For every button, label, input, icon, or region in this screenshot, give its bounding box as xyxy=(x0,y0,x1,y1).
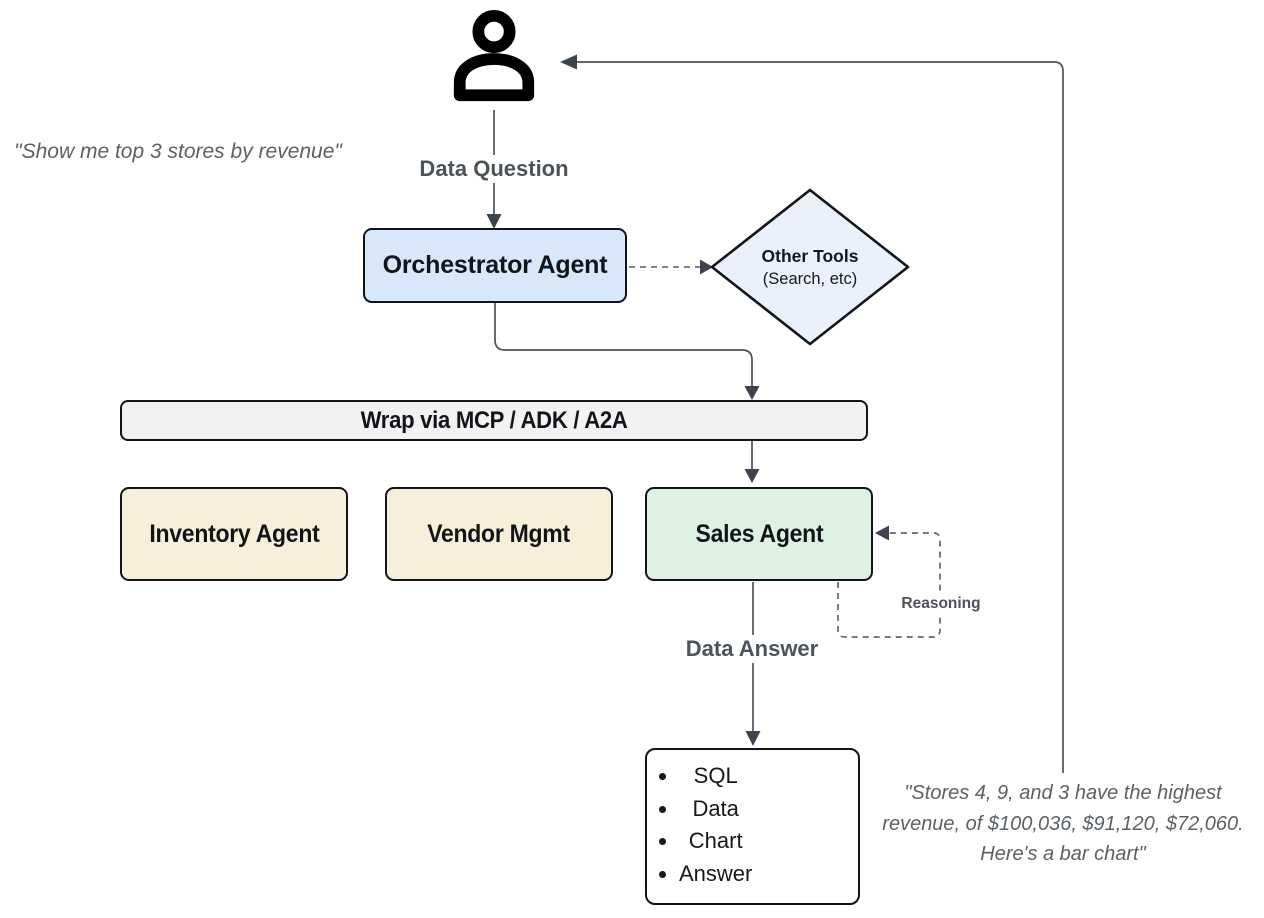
inventory-agent-label: Inventory Agent xyxy=(148,519,320,548)
sales-agent-label: Sales Agent xyxy=(695,519,823,548)
wrap-mcp-adk-a2a-bar: Wrap via MCP / ADK / A2A xyxy=(120,400,868,441)
vendor-mgmt-label: Vendor Mgmt xyxy=(427,519,571,548)
other-tools-node: Other Tools (Search, etc) xyxy=(712,190,908,344)
user-icon xyxy=(447,6,541,110)
answer-quote-line: "Stores 4, 9, and 3 have the highest xyxy=(904,782,1222,804)
arrow-orchestrator-to-other-tools xyxy=(629,259,713,275)
output-item: Chart xyxy=(679,825,752,858)
orchestrator-agent-label: Orchestrator Agent xyxy=(382,251,608,279)
output-item: SQL xyxy=(679,760,752,793)
data-question-label: Data Question xyxy=(414,155,574,183)
answer-quote: "Stores 4, 9, and 3 have the highest rev… xyxy=(863,778,1263,870)
output-item: Answer xyxy=(679,858,752,891)
vendor-mgmt-node: Vendor Mgmt xyxy=(385,487,613,581)
other-tools-subtitle: (Search, etc) xyxy=(762,269,858,288)
answer-quote-line: revenue, of $100,036, $91,120, $72,060. xyxy=(882,812,1244,835)
data-answer-label: Data Answer xyxy=(680,635,824,663)
orchestrator-agent-node: Orchestrator Agent xyxy=(363,228,627,303)
arrow-sales-to-output xyxy=(745,582,761,746)
arrow-wrap-to-sales xyxy=(744,441,760,483)
reasoning-label: Reasoning xyxy=(896,594,986,614)
user-question-quote: "Show me top 3 stores by revenue" xyxy=(14,140,342,163)
output-list-node: SQL Data Chart Answer xyxy=(645,748,860,905)
inventory-agent-node: Inventory Agent xyxy=(120,487,348,581)
output-list: SQL Data Chart Answer xyxy=(655,760,752,890)
wrap-bar-label: Wrap via MCP / ADK / A2A xyxy=(360,406,628,434)
other-tools-title: Other Tools xyxy=(761,245,859,266)
answer-quote-line: Here's a bar chart" xyxy=(980,843,1146,865)
sales-agent-node: Sales Agent xyxy=(645,487,873,581)
output-item: Data xyxy=(679,793,752,826)
